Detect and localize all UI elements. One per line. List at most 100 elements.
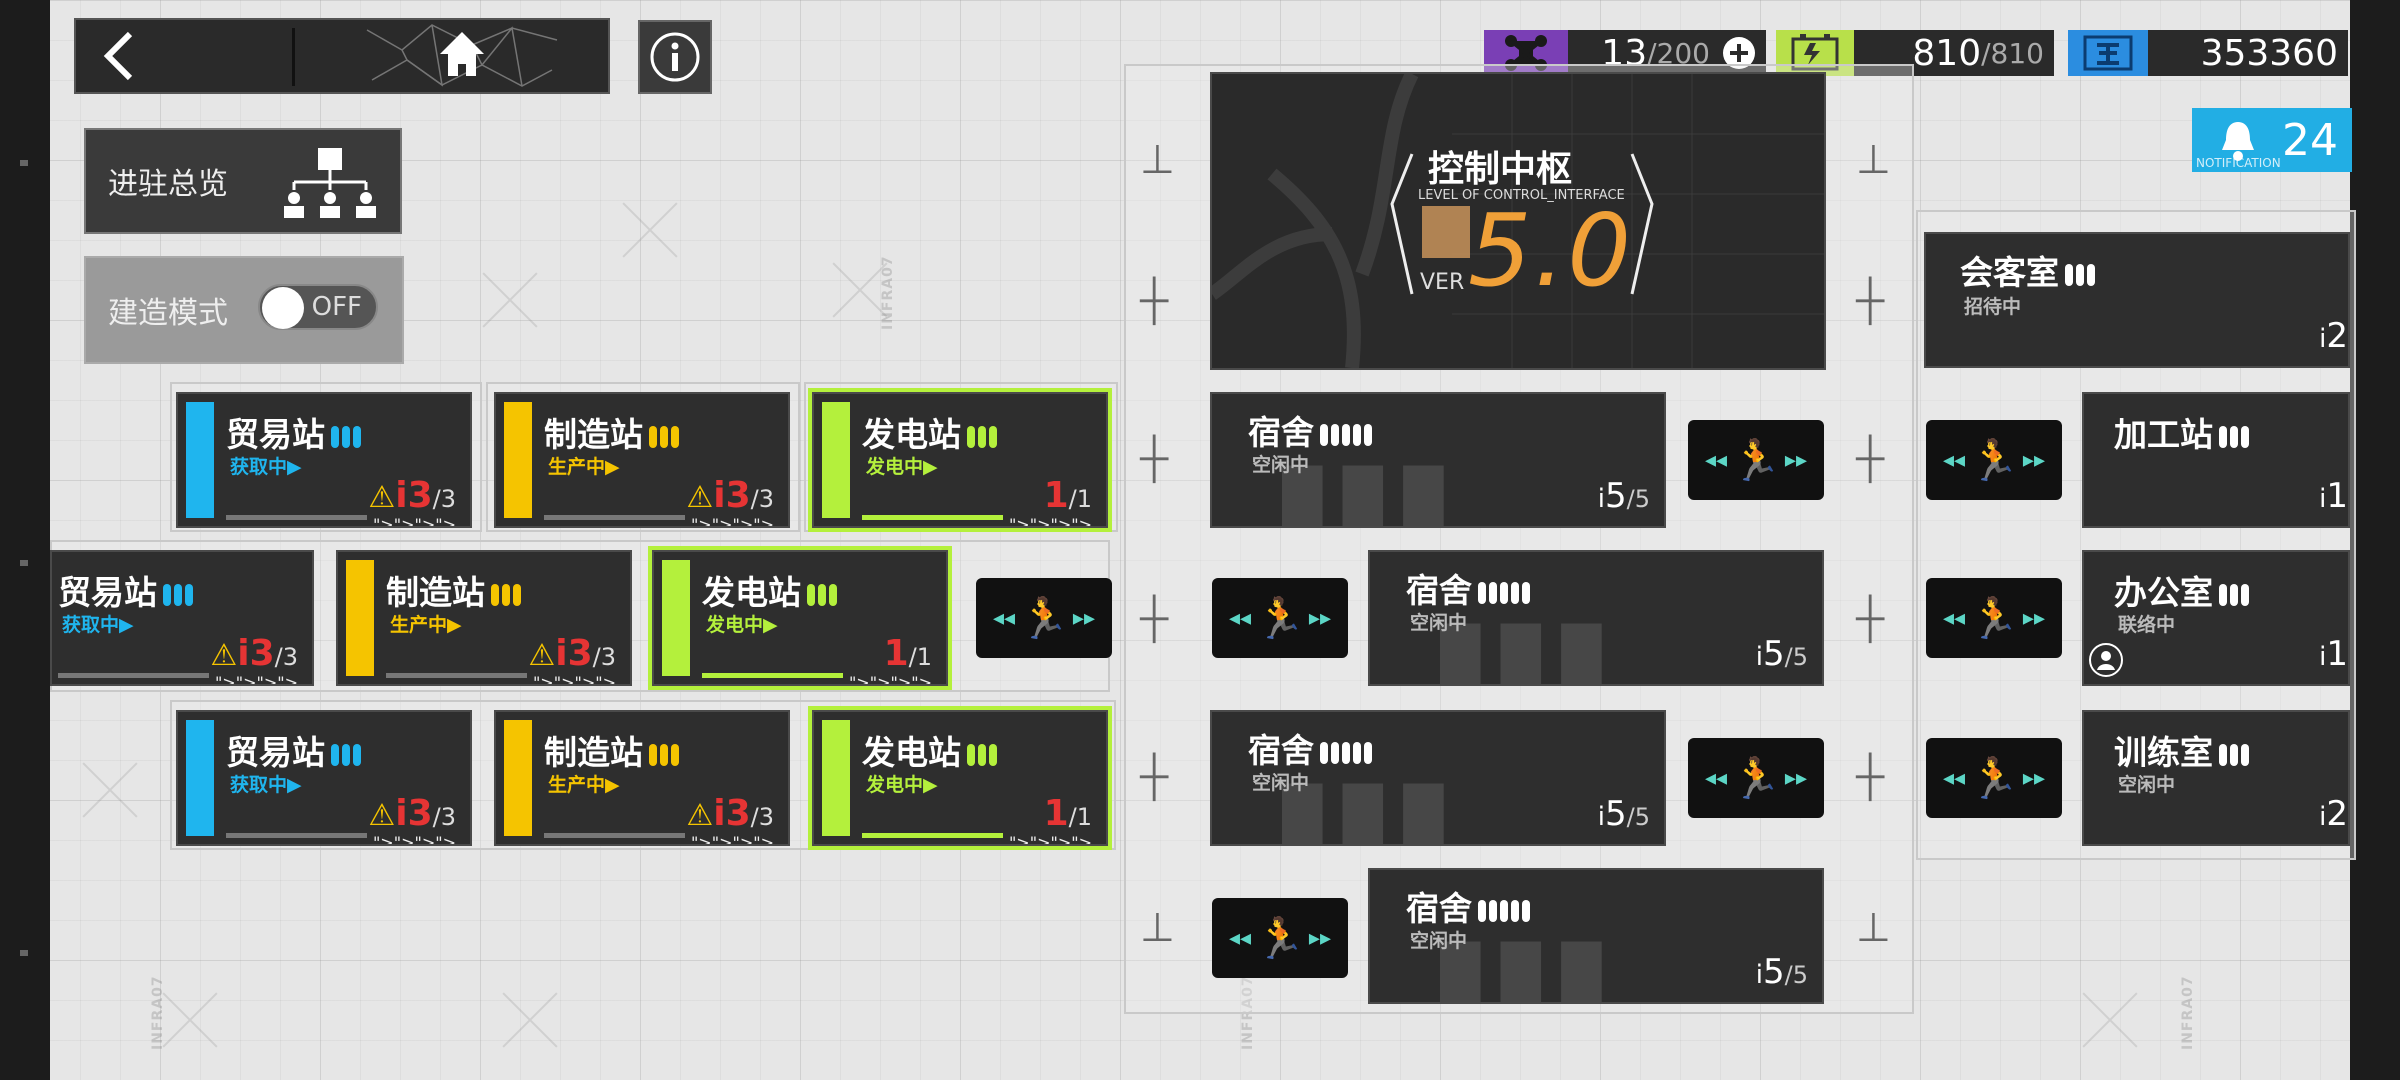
slot-marker-icon: ⊥ [1140, 137, 1175, 183]
occupancy-count: 3 [407, 793, 433, 834]
occupancy-max: /3 [274, 643, 298, 671]
corridor-room[interactable]: ◂◂🏃▸▸ [1926, 578, 2062, 658]
control-center-subtitle: LEVEL OF CONTROL_INTERFACE [1418, 188, 1625, 203]
corridor-right-arrows-icon: ▸▸ [1784, 765, 1807, 791]
corridor-room[interactable]: ◂◂🏃▸▸ [1212, 898, 1348, 978]
factory-station-room[interactable]: 制造站 生产中▶ ⚠i3/3 ">">">"> [494, 392, 790, 528]
home-icon [366, 24, 558, 87]
occupancy-max: /5 [1784, 643, 1808, 671]
org-chart-icon [284, 148, 376, 218]
corridor-room[interactable]: ◂◂🏃▸▸ [1926, 420, 2062, 500]
room-name: 制造站 [544, 733, 643, 772]
dorm-room[interactable]: ▮▮▮ 宿舍 空闲中 i5/5 [1210, 710, 1666, 846]
power-color-stripe [822, 402, 850, 518]
slot-marker-icon: ⊥ [1856, 905, 1891, 951]
control-center-name: 控制中枢 [1428, 149, 1573, 190]
operator-icon: i [2319, 802, 2327, 832]
warning-icon: ⚠ [210, 638, 238, 673]
reception-room[interactable]: 会客室 招待中 i2 [1924, 232, 2350, 368]
assign-operator-icon[interactable] [2088, 642, 2124, 678]
occupancy-count: 3 [725, 475, 751, 516]
level-pips [163, 583, 193, 606]
power-station-room[interactable]: 发电站 发电中▶ 1/1 ">">">"> [652, 550, 948, 686]
room-status: 空闲中 [2118, 774, 2176, 796]
nav-divider [292, 28, 295, 86]
factory-station-room[interactable]: 制造站 生产中▶ ⚠i3/3 ">">">"> [494, 710, 790, 846]
corridor-right-arrows-icon: ▸▸ [2022, 765, 2045, 791]
trade-station-room[interactable]: 贸易站 获取中▶ ⚠i3/3 ">">">"> [176, 392, 472, 528]
training-room[interactable]: 训练室 空闲中 i2 [2082, 710, 2350, 846]
room-status: 获取中▶ [62, 614, 134, 636]
grid-x-mark [80, 760, 140, 820]
corridor-right-arrows-icon: ▸▸ [1072, 605, 1095, 631]
trade-station-room[interactable]: 贸易站 获取中▶ ⚠i3/3 ">">">"> [50, 550, 314, 686]
dorm-bed-icon: ▮▮▮ [1272, 434, 1454, 528]
level-pips [2219, 743, 2249, 766]
control-center-level: 5.0 [1468, 192, 1634, 309]
room-name: 加工站 [2114, 415, 2213, 454]
infra-label: INFRA07 [150, 975, 166, 1050]
back-button[interactable] [76, 20, 292, 92]
trade-station-room[interactable]: 贸易站 获取中▶ ⚠i3/3 ">">">"> [176, 710, 472, 846]
corridor-room[interactable]: ◂◂🏃▸▸ [1688, 738, 1824, 818]
corridor-room[interactable]: ◂◂🏃▸▸ [1212, 578, 1348, 658]
occupancy-count: 5 [1763, 952, 1785, 992]
version-label: VER [1420, 270, 1465, 295]
dorm-room[interactable]: ▮▮▮ 宿舍 空闲中 i5/5 [1368, 550, 1824, 686]
dorm-room[interactable]: ▮▮▮ 宿舍 空闲中 i5/5 [1368, 868, 1824, 1004]
station-overview-label: 进驻总览 [108, 167, 228, 202]
corridor-right-arrows-icon: ▸▸ [1308, 605, 1331, 631]
add-drone-icon[interactable] [1722, 36, 1756, 70]
notification-button[interactable]: 24 NOTIFICATION [2192, 108, 2352, 172]
room-name: 训练室 [2114, 733, 2213, 772]
right-bezel [2350, 0, 2400, 1080]
level-pips [491, 583, 521, 606]
slot-marker-icon: ┼ [1856, 435, 1885, 481]
occupancy: 1/1 [884, 633, 932, 674]
workshop-room[interactable]: 加工站 i1 [2082, 392, 2350, 528]
progress-bars: ">">">"> [544, 515, 774, 526]
progress-bars: ">">">"> [544, 833, 774, 844]
level-pips [331, 425, 361, 448]
occupancy-max: /3 [750, 485, 774, 513]
occupancy: 1/1 [1044, 793, 1092, 834]
office-room[interactable]: 办公室 联络中 i1 [2082, 550, 2350, 686]
slot-marker-icon: ┼ [1856, 595, 1885, 641]
occupancy-count: 3 [407, 475, 433, 516]
exit-runner-icon: 🏃 [1969, 437, 2019, 484]
info-button[interactable] [638, 20, 712, 94]
occupancy-count: 5 [1605, 476, 1627, 516]
room-name: 宿舍 [1248, 413, 1314, 452]
station-overview-button[interactable]: 进驻总览 [84, 128, 402, 234]
bell-icon [2222, 122, 2254, 161]
exit-runner-icon: 🏃 [1731, 437, 1781, 484]
power-station-room[interactable]: 发电站 发电中▶ 1/1 ">">">"> [812, 392, 1108, 528]
room-name: 制造站 [386, 573, 485, 612]
exit-runner-icon: 🏃 [1969, 595, 2019, 642]
exit-runner-icon: 🏃 [1019, 595, 1069, 642]
power-station-room[interactable]: 发电站 发电中▶ 1/1 ">">">"> [812, 710, 1108, 846]
lmd-currency-icon [2068, 30, 2148, 76]
slot-marker-icon: ┼ [1140, 435, 1169, 481]
corridor-room[interactable]: ◂◂🏃▸▸ [1926, 738, 2062, 818]
factory-station-room[interactable]: 制造站 生产中▶ ⚠i3/3 ">">">"> [336, 550, 632, 686]
corridor-left-arrows-icon: ◂◂ [1229, 605, 1252, 631]
room-status: 发电中▶ [706, 614, 778, 636]
grid-x-mark [2080, 990, 2140, 1050]
occupancy-max: /1 [1068, 803, 1092, 831]
level-pips [649, 425, 679, 448]
trade-color-stripe [186, 720, 214, 836]
room-status: 生产中▶ [548, 456, 620, 478]
occupancy: ⚠i3/3 [528, 633, 616, 674]
occupancy-count: 5 [1605, 794, 1627, 834]
corridor-room[interactable]: ◂◂🏃▸▸ [976, 578, 1112, 658]
dorm-room[interactable]: ▮▮▮ 宿舍 空闲中 i5/5 [1210, 392, 1666, 528]
control-center-room[interactable]: 控制中枢 LEVEL OF CONTROL_INTERFACE VER 5.0 [1210, 72, 1826, 370]
home-button[interactable] [362, 20, 562, 92]
room-name: 发电站 [862, 733, 961, 772]
room-name: 贸易站 [226, 415, 325, 454]
corridor-room[interactable]: ◂◂🏃▸▸ [1688, 420, 1824, 500]
build-mode-toggle[interactable]: OFF [258, 284, 378, 330]
room-name: 宿舍 [1406, 889, 1472, 928]
room-name: 宿舍 [1248, 731, 1314, 770]
